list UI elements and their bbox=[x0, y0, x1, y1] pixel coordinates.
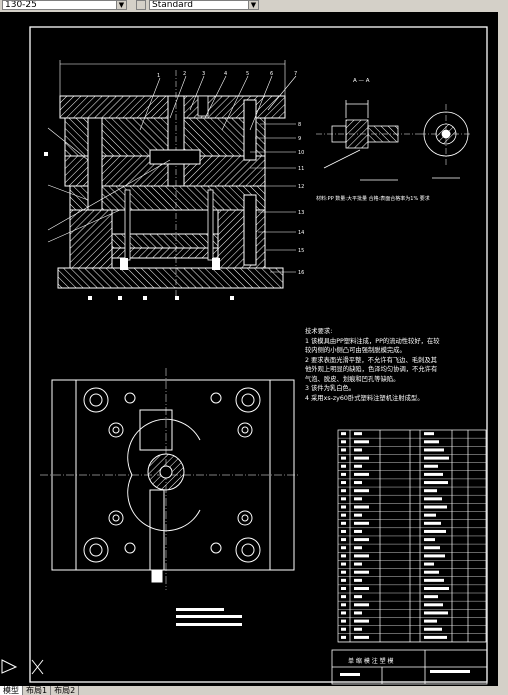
svg-text:4: 4 bbox=[224, 71, 227, 77]
tech-note-line: 1 该模具由PP塑料注成，PP的流动性较好，在较 bbox=[305, 337, 440, 345]
left-callouts bbox=[47, 127, 171, 243]
svg-text:3: 3 bbox=[202, 71, 205, 77]
svg-text:13: 13 bbox=[298, 210, 304, 216]
top-callout-numbers: 1 2 3 4 5 6 7 bbox=[157, 71, 297, 79]
tab-model[interactable]: 模型 bbox=[0, 686, 23, 695]
chevron-down-icon[interactable]: ▼ bbox=[248, 1, 258, 9]
text-style-icon[interactable] bbox=[136, 0, 146, 10]
vertical-scrollbar[interactable] bbox=[498, 12, 508, 688]
svg-text:6: 6 bbox=[270, 71, 273, 77]
svg-text:5: 5 bbox=[246, 71, 249, 77]
tech-note-line: 4 采用xs-zy60卧式塑料注塑机注射成型。 bbox=[305, 394, 424, 402]
right-callouts bbox=[250, 123, 296, 273]
tech-note-line: 较内侧的小侧凸可由强制脱模完成。 bbox=[305, 347, 406, 354]
text-style-combo[interactable]: Standard ▼ bbox=[149, 0, 259, 10]
tech-note-line: 3 该件为乳白色。 bbox=[305, 385, 356, 392]
plan-view bbox=[40, 368, 300, 590]
bom-cell-fills bbox=[341, 432, 449, 639]
svg-text:16: 16 bbox=[298, 270, 304, 276]
part-note: 材料:PP 数量:大平批量 合格:表面合格率为1% 要求 bbox=[316, 195, 430, 202]
tech-notes-title: 技术要求: bbox=[305, 328, 333, 335]
chevron-down-icon[interactable]: ▼ bbox=[116, 1, 126, 9]
technical-notes: 技术要求: 1 该模具由PP塑料注成，PP的流动性较好，在较 较内侧的小侧凸可由… bbox=[305, 327, 485, 403]
svg-text:7: 7 bbox=[294, 71, 297, 77]
svg-text:9: 9 bbox=[298, 136, 301, 142]
scale-combo-value: 130-25 bbox=[5, 0, 37, 10]
tech-note-line: 气泡、脱皮、划痕和凹孔等缺陷。 bbox=[305, 375, 400, 383]
top-callouts bbox=[139, 75, 297, 131]
svg-text:14: 14 bbox=[298, 230, 304, 236]
title-block bbox=[331, 649, 488, 685]
right-callout-numbers: 8 9 10 11 12 13 14 15 16 bbox=[298, 122, 304, 276]
plan-view-label-bars bbox=[176, 608, 242, 626]
tab-layout2[interactable]: 布局2 bbox=[51, 686, 80, 695]
svg-text:15: 15 bbox=[298, 248, 304, 254]
svg-text:8: 8 bbox=[298, 122, 301, 128]
svg-text:12: 12 bbox=[298, 184, 304, 190]
scale-combo[interactable]: 130-25 ▼ bbox=[2, 0, 127, 10]
part-section-view: A — A bbox=[316, 78, 472, 181]
drawing-frame bbox=[29, 26, 488, 683]
tech-note-line: 他外观上明显的缺陷，色泽均匀协调，不允许有 bbox=[305, 366, 438, 373]
bom-rows bbox=[338, 437, 486, 643]
tech-note-line: 2 要求表面光滑平整，不允许有飞边、毛刺及其 bbox=[305, 356, 437, 364]
title-block-label: 单 缩 模 注 塑 模 bbox=[348, 657, 394, 665]
main-section-view bbox=[57, 60, 286, 300]
svg-text:A — A: A — A bbox=[353, 78, 370, 84]
drawing-canvas[interactable]: 1 2 3 4 5 6 7 8 9 10 11 12 13 14 15 16 bbox=[0, 12, 498, 688]
text-style-combo-value: Standard bbox=[152, 0, 193, 10]
svg-text:1: 1 bbox=[157, 73, 160, 79]
ucs-icon bbox=[1, 659, 44, 675]
svg-text:11: 11 bbox=[298, 166, 304, 172]
tab-layout1[interactable]: 布局1 bbox=[23, 686, 52, 695]
cad-drawing: 1 2 3 4 5 6 7 8 9 10 11 12 13 14 15 16 bbox=[1, 26, 488, 685]
svg-text:2: 2 bbox=[183, 71, 186, 77]
svg-text:10: 10 bbox=[298, 150, 304, 156]
bottom-markers bbox=[44, 152, 234, 300]
